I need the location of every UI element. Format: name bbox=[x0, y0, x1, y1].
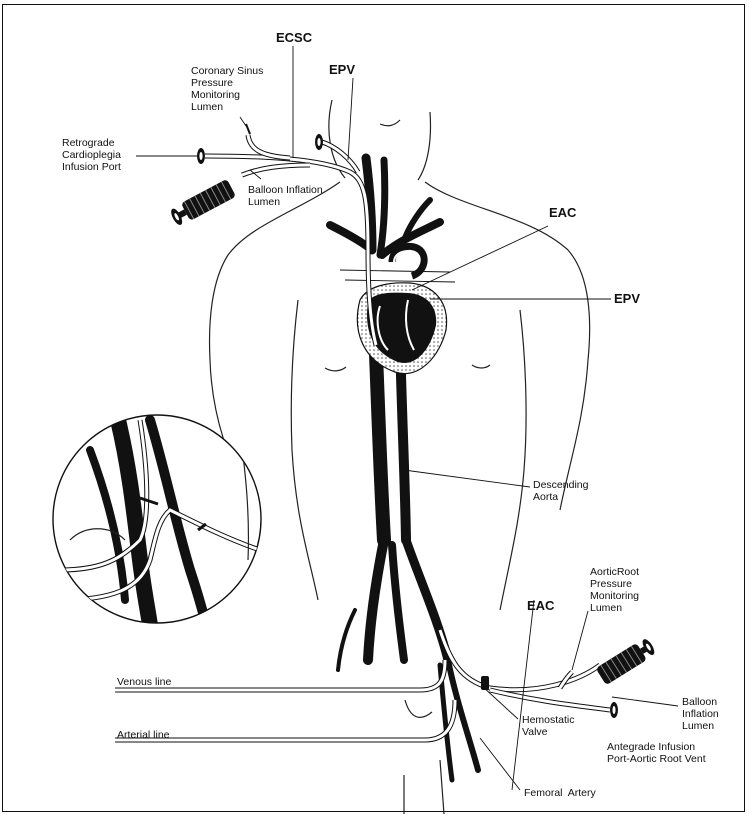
label-balloon-top: Balloon Inflation Lumen bbox=[248, 184, 326, 208]
label-balloon-bottom: Balloon Inflation Lumen bbox=[682, 696, 722, 732]
magnified-inset bbox=[53, 415, 261, 640]
label-ecsc: ECSC bbox=[276, 30, 313, 45]
upper-syringe bbox=[168, 179, 236, 228]
label-femoral-artery: Femoral Artery bbox=[524, 787, 597, 799]
label-aortic-root: AorticRoot Pressure Monitoring Lumen bbox=[590, 566, 642, 614]
lower-syringe bbox=[596, 637, 657, 686]
label-epv-right: EPV bbox=[614, 291, 640, 306]
label-eac-bottom: EAC bbox=[527, 598, 555, 613]
label-epv-top: EPV bbox=[329, 62, 355, 77]
label-hemostatic-valve: Hemostatic Valve bbox=[522, 714, 577, 738]
label-cs-pressure: Coronary Sinus Pressure Monitoring Lumen bbox=[191, 65, 266, 113]
label-venous-line: Venous line bbox=[117, 676, 171, 688]
label-retrograde: Retrograde Cardioplegia Infusion Port bbox=[62, 137, 124, 173]
hemostatic-valve-icon bbox=[481, 676, 489, 690]
label-antegrade: Antegrade Infusion Port-Aortic Root Vent bbox=[607, 741, 706, 765]
heart bbox=[340, 246, 455, 373]
antegrade-port bbox=[610, 702, 618, 718]
label-arterial-line: Arterial line bbox=[117, 729, 170, 741]
label-eac-top: EAC bbox=[549, 205, 577, 220]
